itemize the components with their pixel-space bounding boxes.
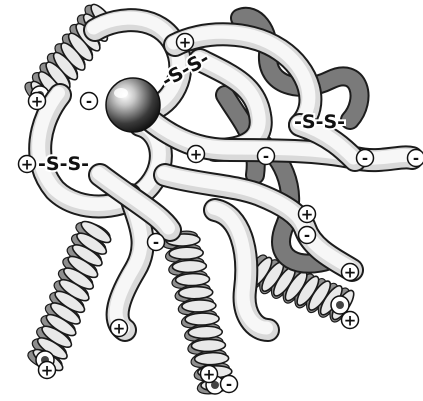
- charge-symbol: +: [344, 312, 357, 330]
- positive-charge-icon: +: [111, 320, 128, 338]
- charge-symbol: -: [263, 148, 269, 166]
- positive-charge-icon: +: [188, 146, 205, 164]
- charge-symbol: +: [113, 320, 126, 338]
- negative-charge-icon: -: [81, 93, 98, 111]
- helix-ring: [188, 326, 222, 339]
- charge-symbol: +: [344, 264, 357, 282]
- positive-charge-icon: +: [29, 93, 46, 111]
- negative-charge-icon: -: [221, 376, 238, 394]
- ribbon-group: [39, 17, 412, 330]
- charge-symbol: +: [21, 156, 34, 174]
- charge-symbol: -: [153, 234, 159, 252]
- metal-ion-sphere-icon: [106, 78, 160, 132]
- helix-ring: [172, 260, 206, 273]
- positive-charge-icon: +: [299, 206, 316, 224]
- charge-symbol: -: [413, 150, 419, 168]
- negative-charge-icon: -: [148, 234, 165, 252]
- charge-symbol: +: [179, 34, 192, 52]
- positive-charge-icon: +: [201, 366, 218, 384]
- helix-ring: [169, 247, 203, 260]
- charge-symbol: +: [41, 362, 54, 380]
- positive-charge-icon: +: [342, 264, 359, 282]
- helix-bottom-center-icon: [161, 228, 236, 397]
- positive-charge-icon: +: [177, 34, 194, 52]
- negative-charge-icon: -: [258, 148, 275, 166]
- helix-bottom-left-icon: [25, 218, 113, 374]
- helix-ring: [191, 339, 225, 352]
- charge-symbol: -: [86, 93, 92, 111]
- helix-end-hole: [336, 301, 344, 309]
- helix-ring: [194, 352, 228, 365]
- negative-charge-icon: -: [357, 150, 374, 168]
- positive-charge-icon: +: [19, 156, 36, 174]
- charge-symbol: +: [31, 93, 44, 111]
- disulfide-bond-label-right: -S-S-: [294, 111, 345, 133]
- positive-charge-icon: +: [39, 362, 56, 380]
- disulfide-bond-label-left: -S-S-: [38, 153, 89, 175]
- charge-symbol: +: [190, 146, 203, 164]
- charge-symbol: +: [301, 206, 314, 224]
- helix-ring: [175, 273, 209, 286]
- positive-charge-icon: +: [342, 312, 359, 330]
- negative-charge-icon: -: [299, 227, 316, 245]
- helix-ring: [185, 313, 219, 326]
- charge-symbol: +: [203, 366, 216, 384]
- charge-symbol: -: [226, 376, 232, 394]
- negative-charge-icon: -: [408, 150, 423, 168]
- charge-symbol: -: [304, 227, 310, 245]
- helix-ring: [182, 299, 216, 312]
- charge-symbol: -: [362, 150, 368, 168]
- helix-ring: [179, 286, 213, 299]
